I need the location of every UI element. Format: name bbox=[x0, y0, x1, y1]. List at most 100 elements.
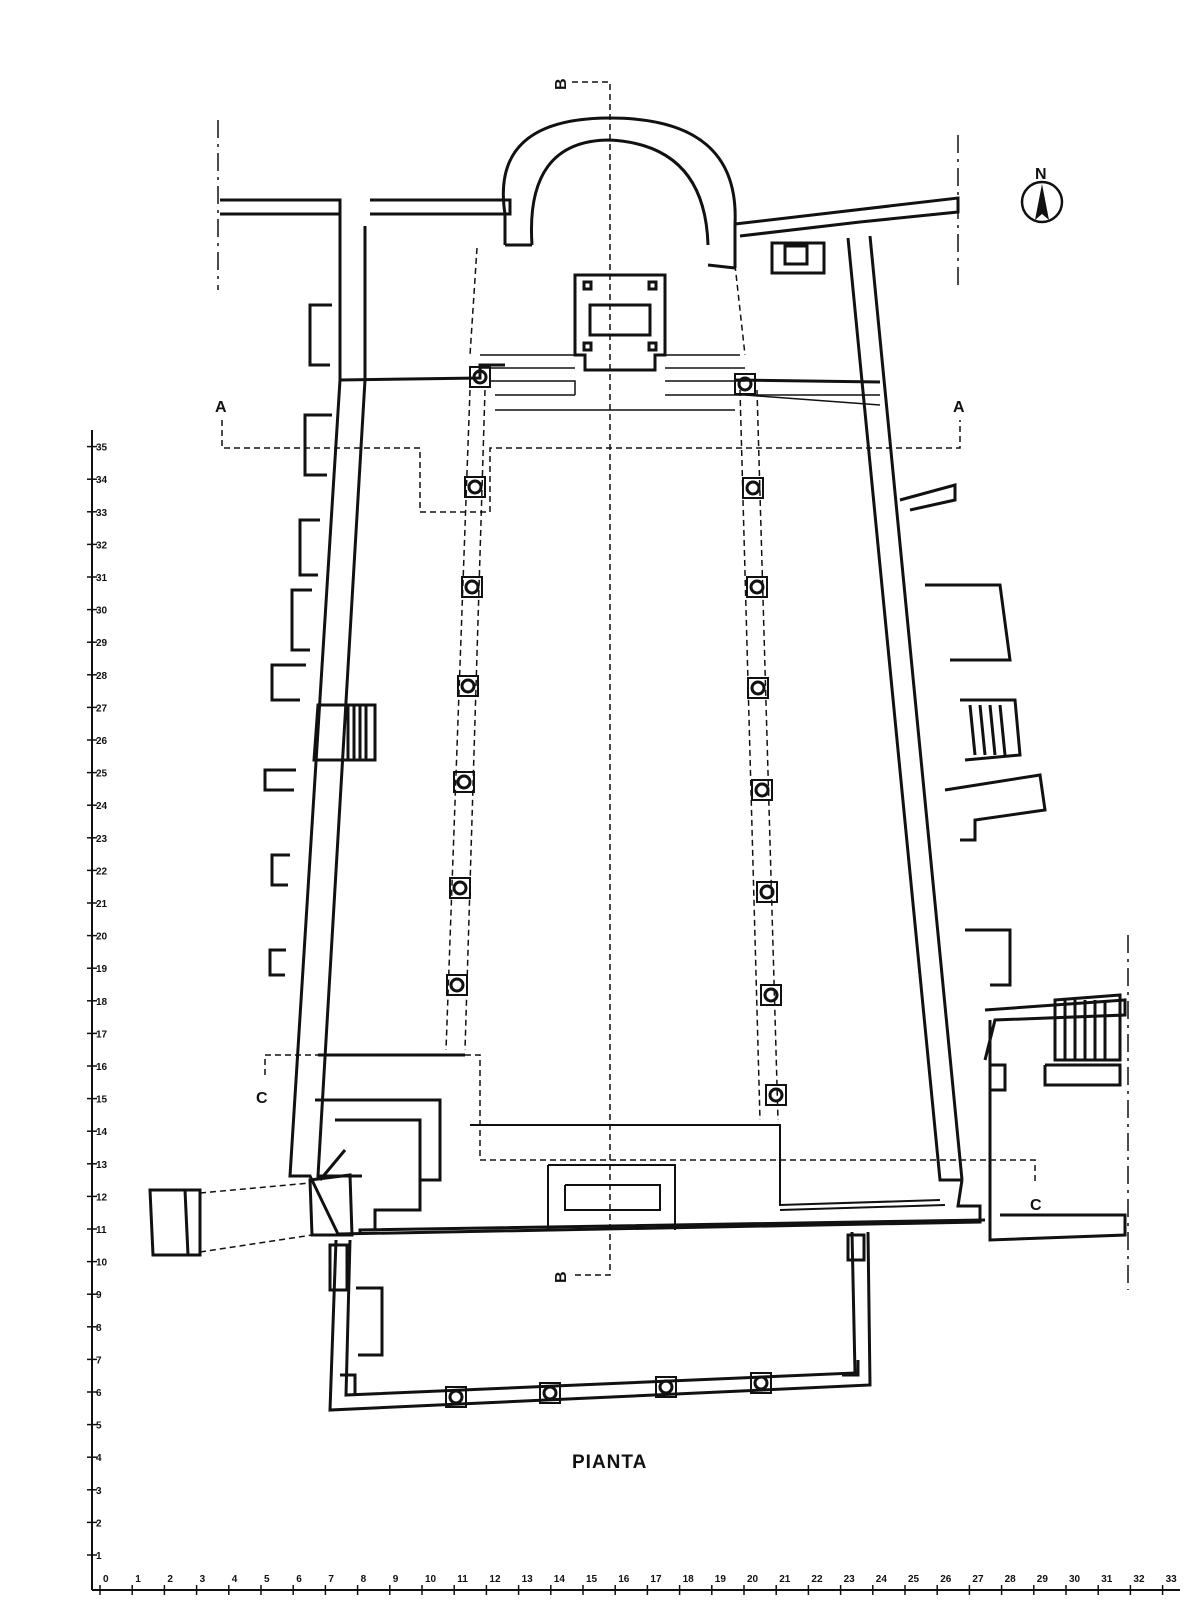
portico bbox=[328, 1231, 872, 1412]
y-scale-label: 13 bbox=[96, 1160, 108, 1171]
x-scale-label: 13 bbox=[522, 1574, 534, 1585]
section-line-b bbox=[572, 81, 611, 1276]
section-line-a bbox=[221, 420, 961, 513]
north-boundary-walls bbox=[220, 196, 960, 238]
grid-axes-dash bbox=[217, 120, 1129, 1290]
nave-column-left bbox=[464, 476, 486, 498]
nave-column-right bbox=[760, 984, 782, 1006]
x-scale-label: 27 bbox=[972, 1574, 984, 1585]
y-scale-label: 11 bbox=[96, 1225, 107, 1236]
scale-axes bbox=[91, 430, 1180, 1591]
section-a-right-label: A bbox=[953, 399, 965, 416]
tabernacle-niche bbox=[770, 241, 826, 275]
y-scale-label: 32 bbox=[96, 540, 108, 551]
x-scale-label: 6 bbox=[296, 1574, 302, 1585]
x-scale-label: 19 bbox=[715, 1574, 727, 1585]
y-scale-label: 25 bbox=[96, 769, 108, 780]
y-scale-label: 34 bbox=[96, 475, 108, 486]
presbytery-steps bbox=[480, 354, 881, 411]
y-scale-label: 9 bbox=[96, 1290, 102, 1301]
x-scale-label: 15 bbox=[586, 1574, 598, 1585]
y-scale-label: 4 bbox=[96, 1453, 102, 1464]
y-scale-label: 19 bbox=[96, 964, 108, 975]
x-scale-label: 2 bbox=[167, 1574, 173, 1585]
x-scale-label: 28 bbox=[1005, 1574, 1017, 1585]
south-facade bbox=[470, 1124, 946, 1230]
portico-column bbox=[539, 1382, 561, 1404]
x-scale-label: 4 bbox=[232, 1574, 238, 1585]
y-scale-label: 10 bbox=[96, 1258, 108, 1269]
x-scale-label: 14 bbox=[554, 1574, 566, 1585]
y-scale-label: 23 bbox=[96, 834, 108, 845]
x-scale-label: 29 bbox=[1037, 1574, 1049, 1585]
y-scale-label: 30 bbox=[96, 606, 108, 617]
x-scale-label: 21 bbox=[779, 1574, 791, 1585]
x-scale-label: 32 bbox=[1133, 1574, 1145, 1585]
y-scale-label: 17 bbox=[96, 1029, 108, 1040]
west-annex bbox=[148, 1173, 354, 1257]
y-scale-label: 35 bbox=[96, 443, 108, 454]
nave-walls bbox=[288, 214, 986, 1236]
y-scale-label: 14 bbox=[96, 1127, 108, 1138]
nave-column-right bbox=[765, 1084, 787, 1106]
portico-column bbox=[750, 1372, 772, 1394]
y-scale-label: 12 bbox=[96, 1192, 108, 1203]
x-scale-label: 22 bbox=[811, 1574, 823, 1585]
x-scale-label: 24 bbox=[876, 1574, 888, 1585]
nave-columns bbox=[446, 366, 787, 1106]
x-scale-label: 26 bbox=[940, 1574, 952, 1585]
y-scale: 1234567891011121314151617181920212223242… bbox=[87, 443, 108, 1562]
x-scale-label: 17 bbox=[650, 1574, 662, 1585]
nave-column-left bbox=[453, 771, 475, 793]
y-scale-label: 28 bbox=[96, 671, 108, 682]
x-scale-label: 3 bbox=[200, 1574, 206, 1585]
x-scale-label: 10 bbox=[425, 1574, 437, 1585]
portico-columns bbox=[445, 1372, 772, 1408]
nave-column-right bbox=[751, 779, 773, 801]
portico-column bbox=[445, 1386, 467, 1408]
sacristy bbox=[315, 1053, 465, 1230]
apse bbox=[501, 116, 737, 270]
x-scale-label: 5 bbox=[264, 1574, 270, 1585]
y-scale-label: 31 bbox=[96, 573, 108, 584]
portico-column bbox=[655, 1376, 677, 1398]
x-scale-label: 23 bbox=[844, 1574, 856, 1585]
x-scale-label: 18 bbox=[683, 1574, 695, 1585]
y-scale-label: 26 bbox=[96, 736, 108, 747]
north-arrow: N bbox=[1020, 166, 1064, 224]
north-label: N bbox=[1035, 166, 1047, 183]
y-scale-label: 2 bbox=[96, 1518, 102, 1529]
nave-column-left bbox=[457, 675, 479, 697]
nave-column-right bbox=[756, 881, 778, 903]
x-scale-label: 33 bbox=[1166, 1574, 1178, 1585]
aisle-lines bbox=[445, 247, 779, 1121]
y-scale-label: 20 bbox=[96, 932, 108, 943]
x-scale-label: 11 bbox=[457, 1574, 468, 1585]
plan-title: PIANTA bbox=[572, 1452, 647, 1473]
section-b-top-label: B bbox=[553, 78, 570, 90]
y-scale-label: 22 bbox=[96, 866, 108, 877]
y-scale-label: 29 bbox=[96, 638, 108, 649]
x-scale-label: 16 bbox=[618, 1574, 630, 1585]
y-scale-label: 1 bbox=[96, 1551, 102, 1562]
x-scale-label: 8 bbox=[361, 1574, 367, 1585]
y-scale-label: 7 bbox=[96, 1355, 102, 1366]
x-scale-label: 30 bbox=[1069, 1574, 1081, 1585]
nave-column-right bbox=[746, 576, 768, 598]
x-scale-label: 1 bbox=[135, 1574, 141, 1585]
y-scale-label: 16 bbox=[96, 1062, 108, 1073]
x-scale-label: 0 bbox=[103, 1574, 109, 1585]
altar bbox=[573, 273, 667, 372]
section-a-left-label: A bbox=[215, 399, 227, 416]
nave-column-left bbox=[449, 877, 471, 899]
nave-column-left bbox=[469, 366, 491, 388]
x-scale-label: 31 bbox=[1101, 1574, 1113, 1585]
y-scale-label: 8 bbox=[96, 1323, 102, 1334]
section-b-bottom-label: B bbox=[553, 1271, 570, 1283]
y-scale-label: 5 bbox=[96, 1421, 102, 1432]
nave-column-right bbox=[747, 677, 769, 699]
x-scale-label: 12 bbox=[489, 1574, 501, 1585]
section-c-left-label: C bbox=[256, 1090, 268, 1107]
y-scale-label: 24 bbox=[96, 801, 108, 812]
